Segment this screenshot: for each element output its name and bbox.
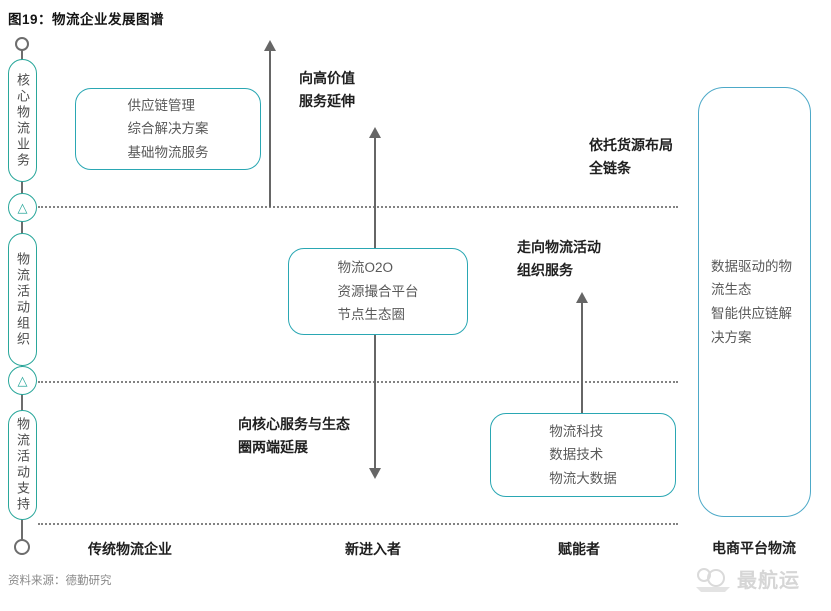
category-label-newcomer: 新进入者: [345, 541, 401, 557]
axis-triangle-node-icon: △: [8, 193, 37, 222]
annotation-cargo-source-layout: 依托货源布局 全链条: [589, 137, 673, 177]
dotted-separator-middle: [38, 381, 678, 383]
box-enabler-text: 物流科技 数据技术 物流大数据: [549, 423, 617, 486]
category-label-traditional: 传统物流企业: [88, 541, 172, 557]
annotation-toward-activity-organization: 走向物流活动 组织服务: [517, 239, 601, 279]
category-label-enabler: 赋能者: [558, 541, 600, 557]
axis-segment-core-logistics-business: 核心物流业务: [8, 59, 37, 182]
box-enabler: 物流科技 数据技术 物流大数据: [490, 413, 676, 497]
annotation-core-service-extension: 向核心服务与生态 圈两端延展: [238, 416, 350, 456]
arrow-up-newcomer-icon: [369, 127, 381, 248]
box-ecommerce-platform: 数据驱动的物流生态 智能供应链解决方案: [698, 87, 811, 517]
arrow-up-high-value-icon: [264, 40, 276, 207]
axis-segment-logistics-activity-support: 物流活动支持: [8, 410, 37, 520]
category-label-ecommerce: 电商平台物流: [712, 540, 796, 556]
axis-bottom-circle: [14, 539, 30, 555]
axis-triangle-node-icon: △: [8, 366, 37, 395]
box-ecommerce-text: 数据驱动的物流生态 智能供应链解决方案: [711, 258, 792, 345]
axis-segment-logistics-activity-organization: 物流活动组织: [8, 233, 37, 366]
dotted-separator-upper: [38, 206, 678, 208]
axis-segment-label: 物流活动组织: [15, 251, 30, 348]
box-newcomer: 物流O2O 资源撮合平台 节点生态圈: [288, 248, 468, 335]
box-newcomer-text: 物流O2O 资源撮合平台 节点生态圈: [337, 260, 419, 323]
annotation-high-value-extension: 向高价值 服务延伸: [299, 70, 355, 110]
figure-title: 图19：物流企业发展图谱: [8, 12, 165, 27]
arrow-down-newcomer-icon: [369, 335, 381, 479]
dotted-separator-bottom: [38, 523, 678, 525]
watermark-text: 最航运: [737, 570, 800, 592]
box-traditional-logistics: 供应链管理 综合解决方案 基础物流服务: [75, 88, 261, 170]
box-traditional-text: 供应链管理 综合解决方案 基础物流服务: [127, 97, 209, 160]
axis-top-circle: [15, 37, 29, 51]
axis-segment-label: 物流活动支持: [15, 417, 30, 513]
zuihangyun-watermark: 最航运: [692, 564, 800, 593]
source-note: 资料来源：德勤研究: [8, 575, 112, 587]
axis-segment-label: 核心物流业务: [15, 72, 30, 169]
arrow-up-enabler-icon: [576, 292, 588, 413]
ship-logo-icon: [696, 567, 730, 592]
